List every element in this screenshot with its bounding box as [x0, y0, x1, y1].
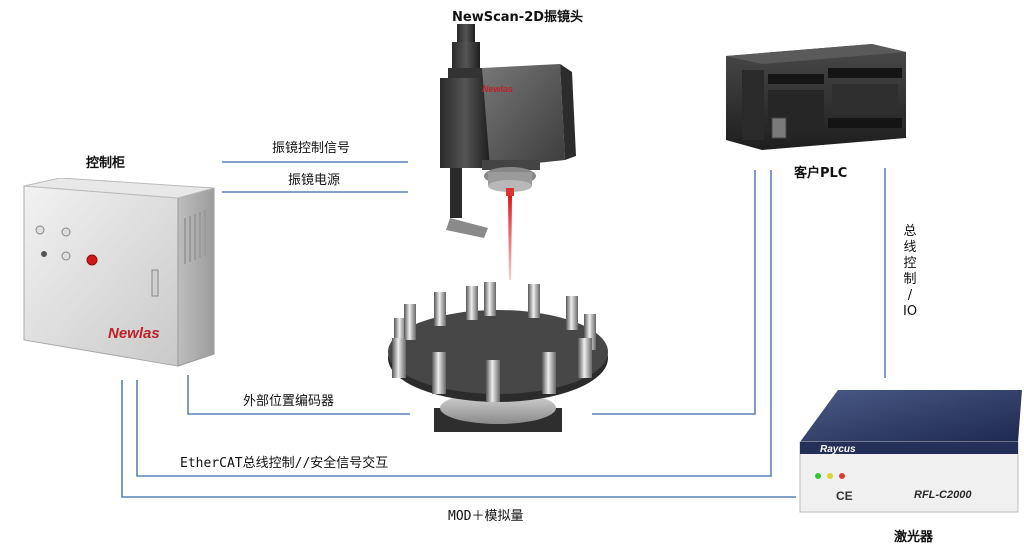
galvo-signal-label: 振镜控制信号 — [272, 141, 351, 156]
plc-table-line — [592, 170, 756, 415]
bus-io-char: 控 — [903, 256, 917, 271]
ethercat-label: EtherCAT总线控制//安全信号交互 — [180, 456, 389, 471]
laser-model: RFL-C2000 — [914, 489, 972, 501]
mod-line — [121, 380, 796, 498]
bus-io-char: 线 — [903, 240, 917, 255]
galvo-power-label: 振镜电源 — [288, 173, 341, 188]
laser-brand: Raycus — [820, 444, 856, 455]
plc-device — [722, 40, 908, 152]
laser-device: Raycus CE RFL-C2000 — [796, 386, 1024, 516]
bus-io-char: IO — [903, 304, 918, 319]
scan-head-logo: Newlas — [482, 84, 513, 94]
scan-head-device: Newlas — [420, 20, 580, 282]
scan-head-title: NewScan-2D振镜头 — [452, 10, 584, 25]
bus-io-char: 制 — [903, 272, 917, 287]
mod-label: MOD＋模拟量 — [448, 509, 524, 524]
bus-io-char: / — [907, 288, 913, 303]
cabinet-device: Newlas — [20, 177, 218, 372]
ethercat-line — [136, 170, 772, 477]
ce-mark: CE — [836, 489, 853, 503]
rotary-table-device — [382, 280, 614, 440]
cabinet-logo: Newlas — [108, 325, 160, 342]
laser-title: 激光器 — [894, 530, 934, 545]
bus-io-char: 总 — [903, 224, 917, 239]
encoder-line — [187, 375, 410, 415]
plc-title: 客户PLC — [794, 166, 848, 181]
encoder-label: 外部位置编码器 — [243, 394, 335, 409]
bus-io-label: 总 线 控 制 / IO — [903, 224, 917, 320]
cabinet-title: 控制柜 — [86, 156, 126, 171]
